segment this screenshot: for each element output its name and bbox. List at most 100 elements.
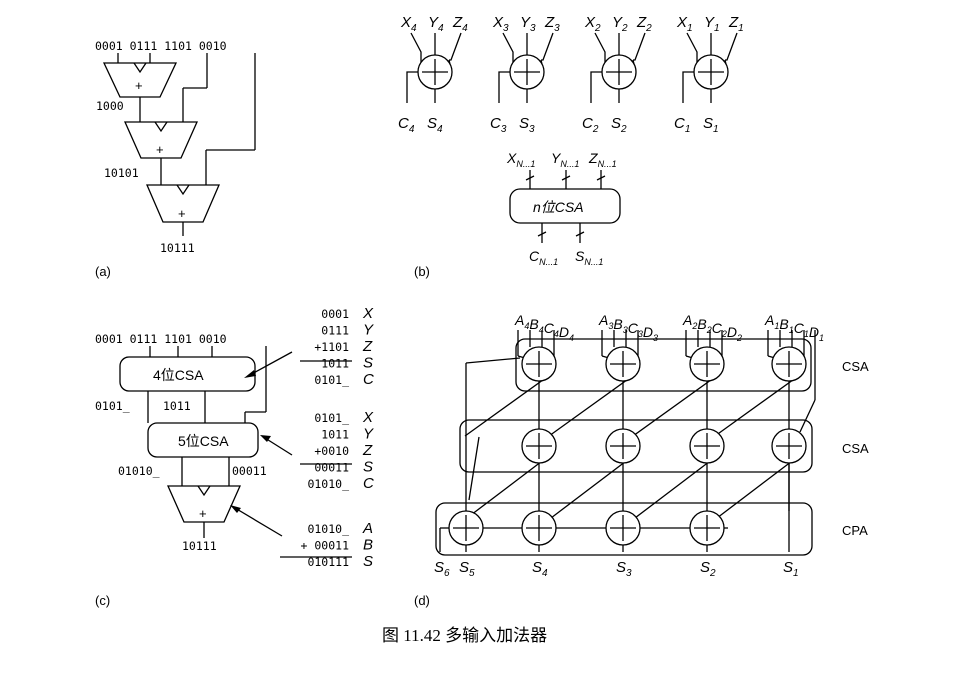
svg-text:CN...1: CN...1 xyxy=(529,248,558,267)
fa-label-z: Z1 xyxy=(728,14,744,34)
csa5-box xyxy=(147,422,259,458)
panel-a xyxy=(102,53,256,236)
fa-label-x: X3 xyxy=(492,14,509,34)
fa-label-y: Y3 xyxy=(520,14,536,34)
panel-a-sum1: 1000 xyxy=(96,99,124,113)
table-var: A xyxy=(362,520,373,537)
panel-a-plus-2: + xyxy=(156,142,164,157)
table-value: 1011 xyxy=(321,428,349,442)
fa-label-z: Z2 xyxy=(636,14,652,34)
mid-right: 1011 xyxy=(163,399,191,413)
csa2-adder xyxy=(521,428,557,464)
fa-label-s: S1 xyxy=(703,115,719,135)
adder-3 xyxy=(146,184,220,223)
table-value: 00011 xyxy=(314,461,349,475)
sum-output: S1 xyxy=(783,559,799,579)
cpa-adder-c xyxy=(166,485,242,523)
table-var: Y xyxy=(363,426,374,443)
table-value: 0001 xyxy=(321,307,349,321)
table-value: 01010_ xyxy=(307,477,349,491)
svg-text:SN...1: SN...1 xyxy=(575,248,603,267)
full-adder-4 xyxy=(417,54,453,90)
cpa-adder xyxy=(605,510,641,546)
sum-output: S3 xyxy=(616,559,632,579)
sum-output: S4 xyxy=(532,559,548,579)
panel-a-result: 10111 xyxy=(160,241,195,255)
panel-c-inputs: 0001 0111 1101 0010 xyxy=(95,332,227,346)
table-var: Z xyxy=(362,338,373,355)
panel-b xyxy=(406,32,738,243)
top-input-group: A2B2C2D2 xyxy=(682,312,742,343)
panel-a-sum2: 10101 xyxy=(104,166,139,180)
row-label: CPA xyxy=(842,523,868,538)
svg-text:ZN...1: ZN...1 xyxy=(588,150,617,169)
table-value: 010111 xyxy=(307,555,349,569)
fa-label-c: C1 xyxy=(674,115,690,135)
table-value: 0111 xyxy=(321,324,349,338)
panel-a-inputs: 0001 0111 1101 0010 xyxy=(95,39,227,53)
csa2-adder xyxy=(605,428,641,464)
table-var: S xyxy=(363,459,373,476)
svg-text:YN...1: YN...1 xyxy=(551,150,579,169)
n-bit-csa-box xyxy=(509,188,621,224)
panel-c-label: (c) xyxy=(95,593,110,608)
adder-1 xyxy=(102,62,178,98)
table-var: C xyxy=(363,475,374,492)
csa-row-2-box xyxy=(459,419,813,473)
fa-label-s: S3 xyxy=(519,115,535,135)
table-value: 0101_ xyxy=(314,373,349,387)
fa-label-x: X2 xyxy=(584,14,601,34)
panel-d-label: (d) xyxy=(414,593,430,608)
n-bit-csa-label: n位CSA xyxy=(533,199,584,215)
fa-label-c: C2 xyxy=(582,115,599,135)
fa-label-s: S2 xyxy=(611,115,627,135)
fa-label-y: Y1 xyxy=(704,14,720,34)
csa-row-1-box xyxy=(515,338,812,392)
table-var: X xyxy=(362,305,374,322)
panel-a-label: (a) xyxy=(95,264,111,279)
low-left: 01010_ xyxy=(118,464,160,478)
table-var: S xyxy=(363,355,373,372)
figure-caption: 图 11.42 多输入加法器 xyxy=(382,626,547,645)
full-adder-2 xyxy=(601,54,637,90)
panel-c-plus: + xyxy=(199,506,207,521)
top-input-group: A3B3C3D3 xyxy=(598,312,658,343)
panel-b-label: (b) xyxy=(414,264,430,279)
table-value: +1101 xyxy=(314,340,349,354)
panel-a-plus-3: + xyxy=(178,206,186,221)
table-value: 01010_ xyxy=(307,522,349,536)
top-input-group: A1B1C1D1 xyxy=(764,312,824,343)
panel-d xyxy=(435,330,816,556)
fa-label-x: X1 xyxy=(676,14,693,34)
csa2-adder xyxy=(689,428,725,464)
cpa-row-box xyxy=(435,502,813,556)
table-var: X xyxy=(362,409,374,426)
svg-text:XN...1: XN...1 xyxy=(506,150,535,169)
csa1-adder xyxy=(605,346,641,382)
mid-left: 0101_ xyxy=(95,399,130,413)
panel-a-plus-1: + xyxy=(135,78,143,93)
top-input-group: A4B4C4D4 xyxy=(514,312,574,343)
fa-label-s: S4 xyxy=(427,115,443,135)
fa-label-c: C3 xyxy=(490,115,507,135)
row-label: CSA xyxy=(842,359,869,374)
sum-output: S5 xyxy=(459,559,475,579)
csa2-adder xyxy=(771,428,807,464)
table-var: S xyxy=(363,553,373,570)
csa-output-labels: CN...1 SN...1 xyxy=(529,248,603,267)
fa-label-z: Z4 xyxy=(452,14,468,34)
table-value: 0101_ xyxy=(314,411,349,425)
fa-label-y: Y4 xyxy=(428,14,444,34)
panel-c-result: 10111 xyxy=(182,539,217,553)
table-var: Y xyxy=(363,322,374,339)
full-adder-1 xyxy=(693,54,729,90)
cpa-adder xyxy=(521,510,557,546)
csa-input-labels: XN...1 YN...1 ZN...1 xyxy=(506,150,617,169)
cpa-adder xyxy=(689,510,725,546)
table-value: +0010 xyxy=(314,444,349,458)
row-label: CSA xyxy=(842,441,869,456)
table-var: B xyxy=(363,537,373,554)
csa1-adder xyxy=(771,346,807,382)
fa-label-z: Z3 xyxy=(544,14,560,34)
